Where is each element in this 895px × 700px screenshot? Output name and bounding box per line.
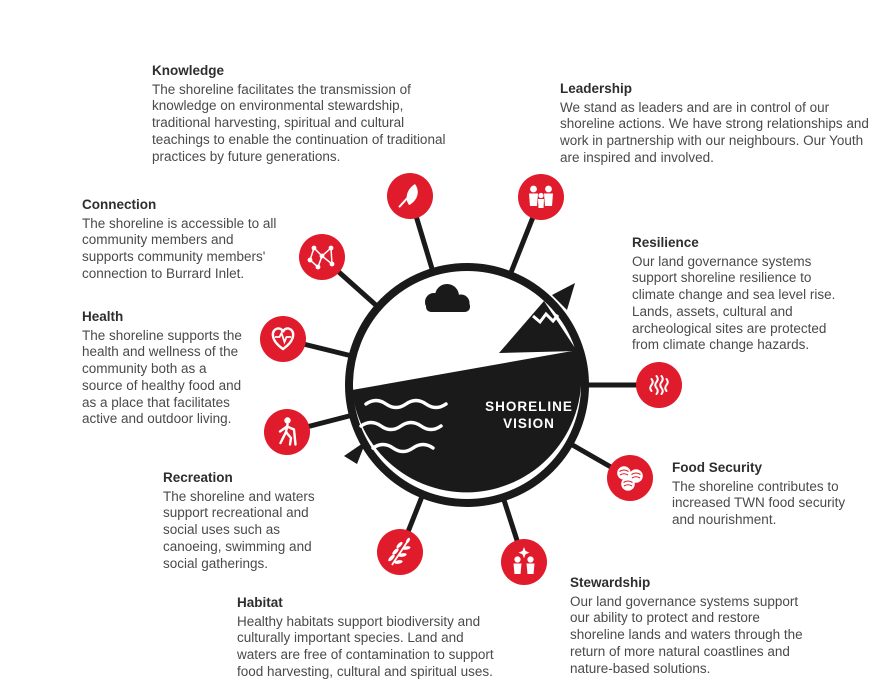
feather-icon xyxy=(398,183,418,208)
habitat-body: Healthy habitats support biodiversity an… xyxy=(237,613,494,679)
resilience-body: Our land governance systems support shor… xyxy=(632,253,836,353)
connection-badge xyxy=(299,234,345,280)
center-title-line2: VISION xyxy=(503,416,555,431)
connection-body: The shoreline is accessible to all commu… xyxy=(82,215,277,281)
recreation-section: Recreation The shoreline and waters supp… xyxy=(163,470,339,572)
shoreline-illustration: SHORELINE VISION xyxy=(352,284,582,493)
hiker-icon xyxy=(278,417,297,446)
leadership-title: Leadership xyxy=(560,81,633,96)
sea-shape xyxy=(352,350,582,493)
people-star-icon xyxy=(513,547,535,574)
connection-section: Connection The shoreline is accessible t… xyxy=(82,197,287,283)
leadership-section: Leadership We stand as leaders and are i… xyxy=(560,81,875,167)
health-body: The shoreline supports the health and we… xyxy=(82,327,242,427)
habitat-section: Habitat Healthy habitats support biodive… xyxy=(237,595,499,681)
knowledge-badge xyxy=(387,173,433,219)
resilience-section: Resilience Our land governance systems s… xyxy=(632,235,854,354)
recreation-badge xyxy=(264,409,310,455)
stewardship-title: Stewardship xyxy=(570,575,651,590)
food-security-title: Food Security xyxy=(672,460,763,475)
stewardship-section: Stewardship Our land governance systems … xyxy=(570,575,816,677)
knowledge-body: The shoreline facilitates the transmissi… xyxy=(152,81,446,164)
diagram-spokes xyxy=(282,195,659,563)
clam-shells-icon xyxy=(617,466,643,491)
resilience-badge xyxy=(636,362,682,408)
recreation-body: The shoreline and waters support recreat… xyxy=(163,488,315,571)
leadership-body: We stand as leaders and are in control o… xyxy=(560,99,869,165)
network-icon xyxy=(307,245,335,270)
vision-ring xyxy=(345,263,589,507)
health-badge xyxy=(260,316,306,362)
food-security-body: The shoreline contributes to increased T… xyxy=(672,478,846,528)
ring-arrowhead-bottom-left-icon xyxy=(344,441,366,464)
leadership-badge xyxy=(518,174,564,220)
center-title-line1: SHORELINE xyxy=(485,399,573,414)
health-title: Health xyxy=(82,309,124,324)
resilience-title: Resilience xyxy=(632,235,699,250)
connection-title: Connection xyxy=(82,197,157,212)
recreation-title: Recreation xyxy=(163,470,233,485)
stewardship-badge xyxy=(501,539,547,585)
fern-icon xyxy=(388,537,411,566)
food-security-section: Food Security The shoreline contributes … xyxy=(672,460,857,529)
ring-arrowhead-top-right-icon xyxy=(552,283,575,310)
habitat-badge xyxy=(377,529,423,575)
knowledge-title: Knowledge xyxy=(152,63,225,78)
family-icon xyxy=(529,185,553,208)
stewardship-body: Our land governance systems support our … xyxy=(570,593,803,676)
fish-current-icon xyxy=(649,375,669,395)
habitat-title: Habitat xyxy=(237,595,283,610)
health-section: Health The shoreline supports the health… xyxy=(82,309,250,428)
heart-pulse-icon xyxy=(271,327,295,351)
food-security-badge xyxy=(607,455,653,501)
mountain-icon xyxy=(499,301,577,353)
knowledge-section: Knowledge The shoreline facilitates the … xyxy=(152,63,447,165)
water-waves-icon xyxy=(359,398,448,454)
cloud-icon xyxy=(425,284,470,312)
